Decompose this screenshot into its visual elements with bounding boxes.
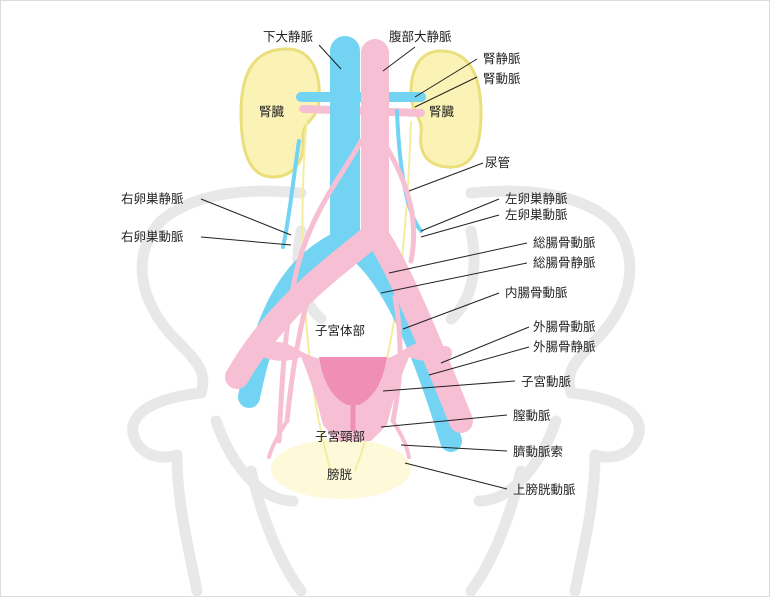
label-kidney-right: 腎臓 — [259, 104, 285, 119]
label-l-ovarian-vein: 左卵巣静脈 — [505, 191, 568, 206]
labels: 下大静脈 腹部大静脈 腎静脈 腎動脈 腎臓 腎臓 尿管 右卵巣静脈 右卵巣動脈 … — [121, 29, 596, 497]
label-renal-artery: 腎動脈 — [483, 71, 521, 86]
label-ureter: 尿管 — [485, 155, 510, 170]
label-aorta: 腹部大静脈 — [389, 29, 452, 44]
bladder-shape — [271, 439, 411, 499]
label-renal-vein: 腎静脈 — [483, 51, 521, 66]
label-ivc: 下大静脈 — [263, 29, 314, 44]
pelvis-bones — [127, 185, 645, 597]
label-kidney-left: 腎臓 — [429, 104, 455, 119]
label-uterus-body: 子宮体部 — [315, 323, 365, 338]
label-r-ovarian-vein: 右卵巣静脈 — [121, 191, 184, 206]
label-common-iliac-vein: 総腸骨静脈 — [533, 255, 596, 270]
label-external-iliac-artery: 外腸骨動脈 — [533, 319, 596, 334]
label-umbilical-ligament: 臍動脈索 — [513, 444, 563, 459]
label-internal-iliac-artery: 内腸骨動脈 — [505, 285, 568, 300]
kidney-left-shape — [409, 49, 483, 169]
uterus — [252, 341, 452, 441]
label-external-iliac-vein: 外腸骨静脈 — [533, 339, 596, 354]
label-common-iliac-artery: 総腸骨動脈 — [533, 235, 596, 250]
label-superior-vesical-artery: 上膀胱動脈 — [513, 482, 576, 497]
label-vaginal-artery: 膣動脈 — [513, 408, 551, 423]
label-bladder: 膀胱 — [327, 467, 353, 482]
label-cervix: 子宮頸部 — [315, 429, 365, 444]
arterial-system — [225, 39, 473, 459]
label-uterine-artery: 子宮動脈 — [521, 374, 572, 389]
label-r-ovarian-artery: 右卵巣動脈 — [121, 229, 184, 244]
label-l-ovarian-artery: 左卵巣動脈 — [505, 207, 568, 222]
leader-lines — [200, 44, 530, 490]
